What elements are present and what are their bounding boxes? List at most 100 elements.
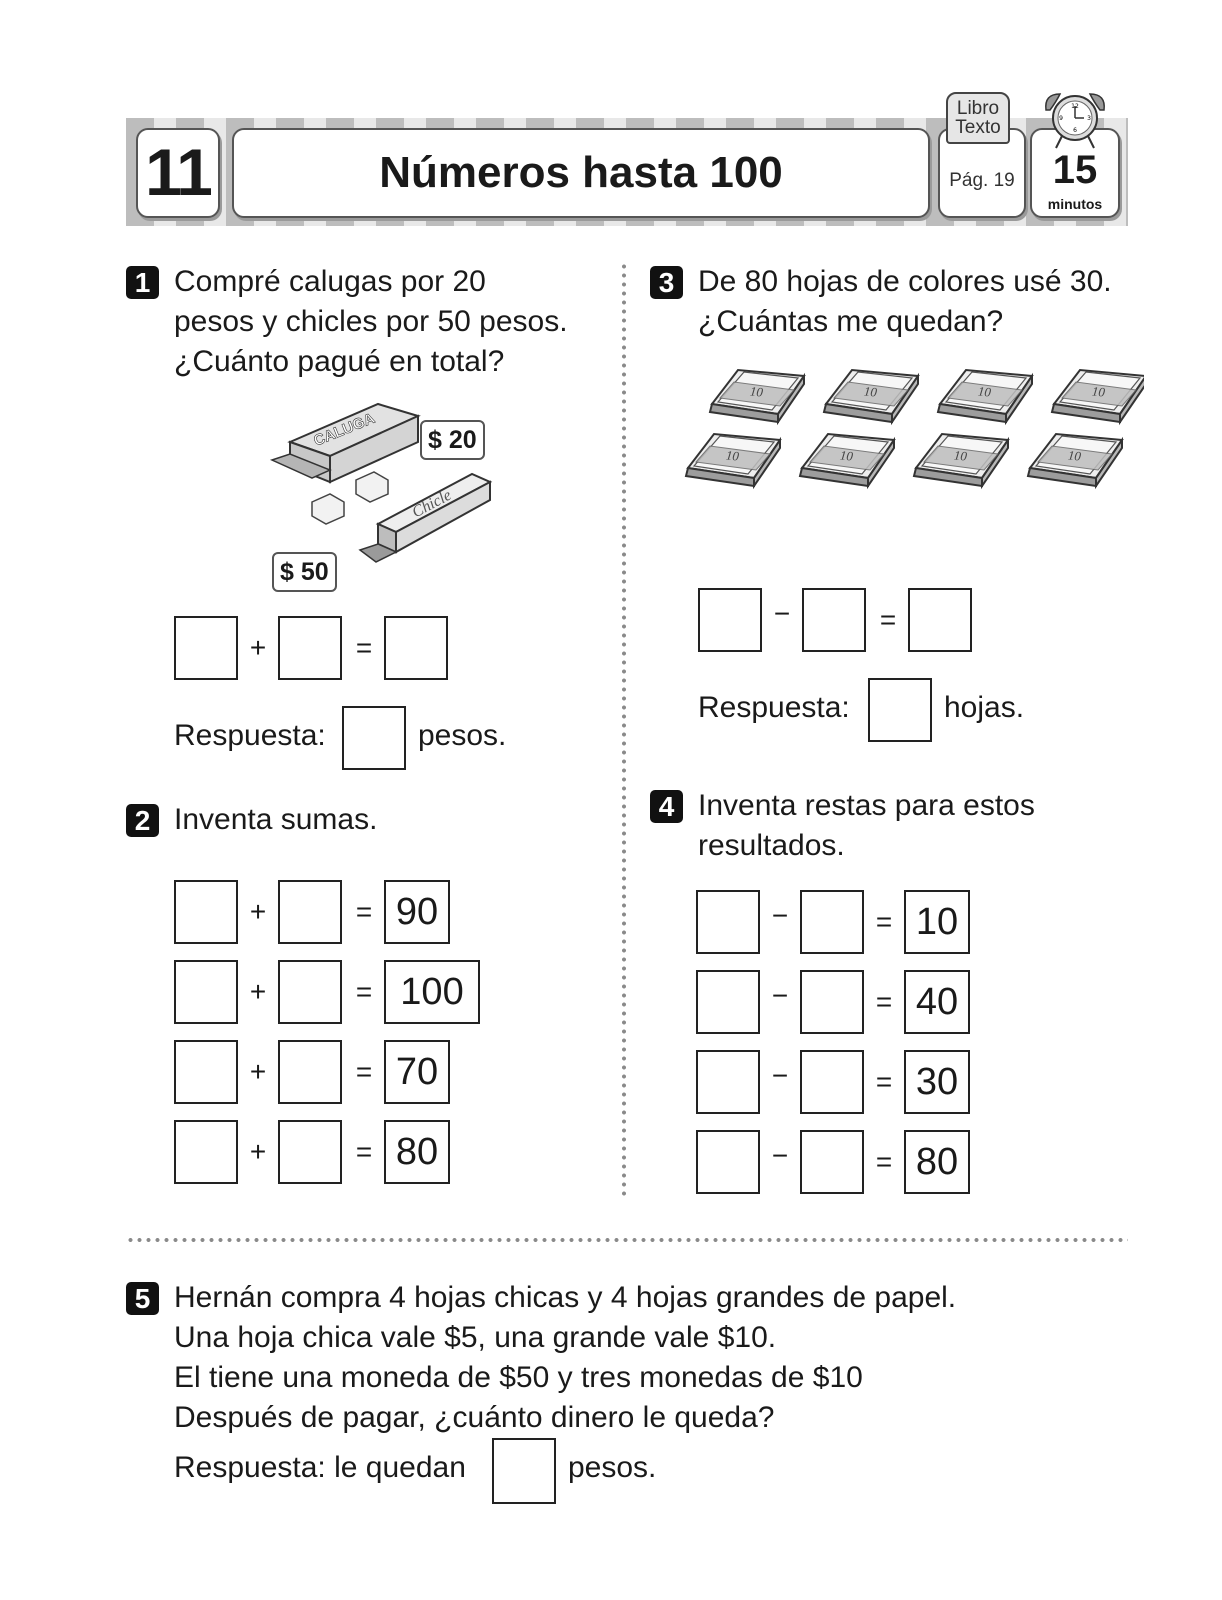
- horizontal-divider: [126, 1238, 1128, 1242]
- price-tag-caluga: $ 20: [420, 420, 485, 460]
- q2-row1-result: 90: [384, 880, 450, 944]
- clock-number-3: 3: [1087, 115, 1091, 122]
- packet-label: 10: [977, 383, 992, 399]
- time-box: 15 minutos: [1030, 128, 1120, 218]
- question-5-line: Hernán compra 4 hojas chicas y 4 hojas g…: [174, 1281, 957, 1314]
- vertical-divider: [622, 262, 626, 1200]
- q3-minus-sign: −: [773, 598, 791, 629]
- question-4-line: Inventa restas para estos: [698, 789, 1035, 822]
- packet-label: 10: [863, 383, 878, 399]
- q3-difference-box[interactable]: [908, 588, 972, 652]
- q4-row2-minus-sign: −: [771, 980, 789, 1011]
- q4-row1-equals-sign: =: [875, 906, 893, 937]
- packet-label: 10: [839, 447, 854, 463]
- question-5-line: Después de pagar, ¿cuánto dinero le qued…: [174, 1401, 775, 1434]
- q2-row2-equals-sign: =: [355, 976, 373, 1007]
- q2-row1-plus-sign: +: [249, 896, 267, 927]
- q2-row2-plus-sign: +: [249, 976, 267, 1007]
- book-label-line2: Texto: [955, 117, 1001, 138]
- q1-addend-2-box[interactable]: [278, 616, 342, 680]
- q2-row2-addend-1-box[interactable]: [174, 960, 238, 1024]
- question-2-number: 2: [126, 804, 159, 837]
- question-2-text: Inventa sumas.: [174, 803, 378, 836]
- q2-row3-addend-1-box[interactable]: [174, 1040, 238, 1104]
- q1-answer-prefix: Respuesta:: [174, 719, 326, 752]
- q4-row2-subtrahend-box[interactable]: [800, 970, 864, 1034]
- time-value: 15: [1052, 148, 1098, 192]
- q4-row4-minus-sign: −: [771, 1140, 789, 1171]
- unit-number: 11: [145, 135, 213, 209]
- q1-equals-sign: =: [355, 632, 373, 663]
- q2-row4-addend-2-box[interactable]: [278, 1120, 342, 1184]
- clock-number-12: 12: [1071, 103, 1079, 110]
- question-3-text: De 80 hojas de colores usé 30. ¿Cuántas …: [698, 262, 1112, 342]
- q4-row2-result: 40: [904, 970, 970, 1034]
- question-1-number: 1: [126, 266, 159, 299]
- q4-row3-minus-sign: −: [771, 1060, 789, 1091]
- q1-plus-sign: +: [249, 632, 267, 663]
- title-box: Números hasta 100: [232, 128, 930, 218]
- q5-answer-suffix: pesos.: [568, 1451, 657, 1484]
- q4-row4-result: 80: [904, 1130, 970, 1194]
- packet-label: 10: [1091, 383, 1106, 399]
- q4-row1-subtrahend-box[interactable]: [800, 890, 864, 954]
- q4-row4-minuend-box[interactable]: [696, 1130, 760, 1194]
- q5-answer-prefix: Respuesta: le quedan: [174, 1451, 466, 1484]
- paper-packets-illustration: 10 10 10 10 10 10 10 10: [685, 369, 1144, 487]
- q2-row1-equals-sign: =: [355, 896, 373, 927]
- q1-sum-box[interactable]: [384, 616, 448, 680]
- question-3-line: ¿Cuántas me quedan?: [698, 305, 1004, 338]
- packet-label: 10: [749, 383, 764, 399]
- q3-answer-box[interactable]: [868, 678, 932, 742]
- packet-label: 10: [953, 447, 968, 463]
- unit-number-box: 11: [136, 128, 220, 218]
- question-1-text: Compré calugas por 20 pesos y chicles po…: [174, 262, 568, 382]
- q3-answer-prefix: Respuesta:: [698, 691, 850, 724]
- q4-row1-minuend-box[interactable]: [696, 890, 760, 954]
- q4-row2-equals-sign: =: [875, 986, 893, 1017]
- q4-row4-subtrahend-box[interactable]: [800, 1130, 864, 1194]
- question-3-number: 3: [650, 266, 683, 299]
- q3-equals-sign: =: [879, 604, 897, 635]
- q2-row3-equals-sign: =: [355, 1056, 373, 1087]
- time-unit: minutos: [1047, 196, 1103, 212]
- q5-answer-box[interactable]: [492, 1438, 556, 1504]
- q2-row4-plus-sign: +: [249, 1136, 267, 1167]
- q3-answer-suffix: hojas.: [944, 691, 1025, 724]
- question-5-text: Hernán compra 4 hojas chicas y 4 hojas g…: [174, 1278, 956, 1438]
- q2-row3-result: 70: [384, 1040, 450, 1104]
- q4-row1-result: 10: [904, 890, 970, 954]
- q2-row4-addend-1-box[interactable]: [174, 1120, 238, 1184]
- question-4-number: 4: [650, 790, 683, 823]
- question-1-line: ¿Cuánto pagué en total?: [174, 345, 505, 378]
- textbook-badge: Libro Texto: [946, 92, 1010, 144]
- q1-answer-suffix: pesos.: [418, 719, 507, 752]
- clock-number-9: 9: [1059, 115, 1063, 122]
- question-4-text: Inventa restas para estos resultados.: [698, 786, 1035, 866]
- book-label-line1: Libro: [956, 98, 1000, 119]
- clock-number-6: 6: [1073, 127, 1077, 134]
- page-title: Números hasta 100: [379, 148, 783, 197]
- q4-row3-subtrahend-box[interactable]: [800, 1050, 864, 1114]
- q1-addend-1-box[interactable]: [174, 616, 238, 680]
- q4-row3-minuend-box[interactable]: [696, 1050, 760, 1114]
- candy-illustration: CALUGA Chicle: [269, 402, 493, 563]
- q4-row4-equals-sign: =: [875, 1146, 893, 1177]
- question-5-number: 5: [126, 1282, 159, 1315]
- q2-row2-addend-2-box[interactable]: [278, 960, 342, 1024]
- q2-row4-equals-sign: =: [355, 1136, 373, 1167]
- q3-minuend-box[interactable]: [698, 588, 762, 652]
- packet-label: 10: [725, 447, 740, 463]
- q1-answer-box[interactable]: [342, 706, 406, 770]
- q2-row3-addend-2-box[interactable]: [278, 1040, 342, 1104]
- q4-row3-equals-sign: =: [875, 1066, 893, 1097]
- q2-row1-addend-2-box[interactable]: [278, 880, 342, 944]
- q2-row1-addend-1-box[interactable]: [174, 880, 238, 944]
- q2-row4-result: 80: [384, 1120, 450, 1184]
- q4-row2-minuend-box[interactable]: [696, 970, 760, 1034]
- question-4-line: resultados.: [698, 829, 845, 862]
- q2-row3-plus-sign: +: [249, 1056, 267, 1087]
- page-reference: Pág. 19: [949, 170, 1015, 191]
- q3-subtrahend-box[interactable]: [802, 588, 866, 652]
- alarm-clock-icon: 12 3 6 9: [1045, 93, 1105, 149]
